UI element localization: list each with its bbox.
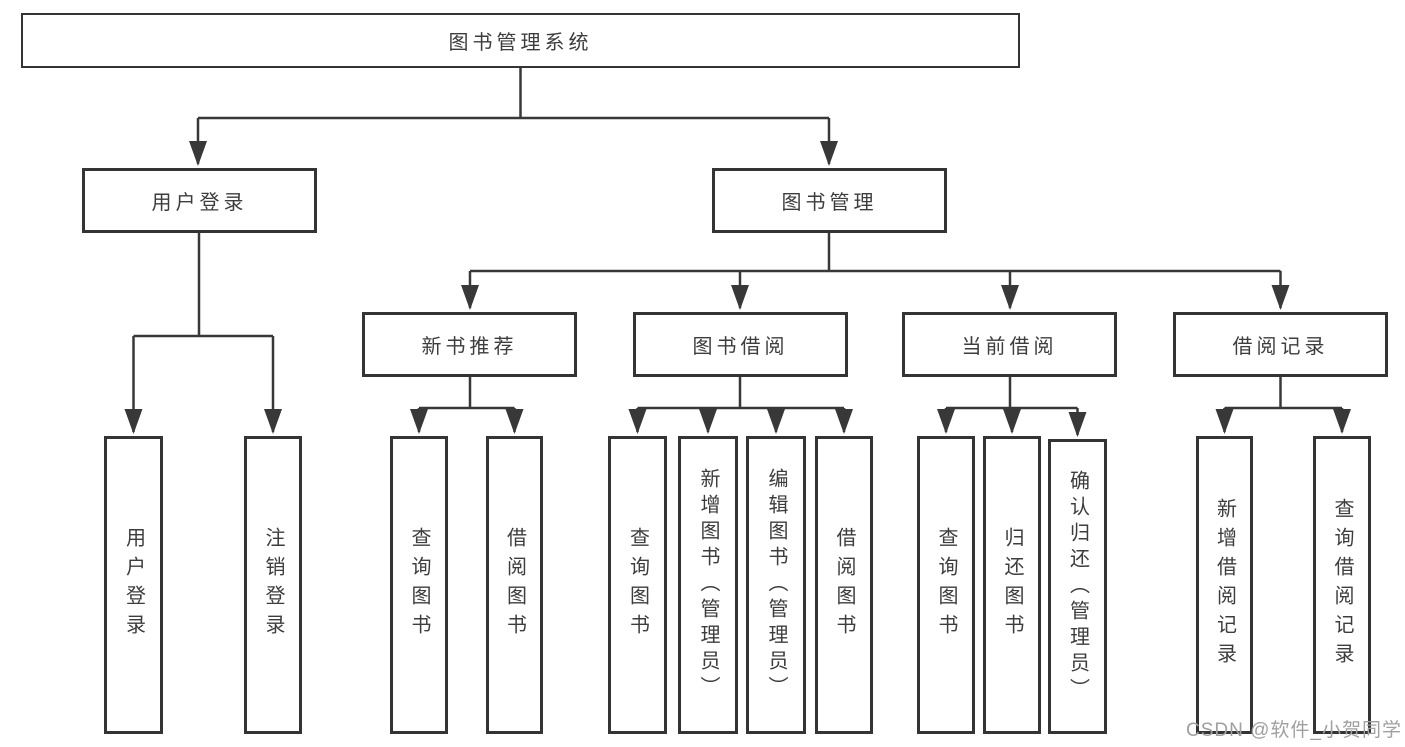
leaf-query-books-3: 查询图书 [917,436,975,734]
node-book-borrowing: 图书借阅 [633,312,848,377]
node-user-login: 用户登录 [82,168,317,233]
leaf-edit-book-admin: 编辑图书（管理员） [746,436,806,734]
leaf-confirm-return-admin: 确认归还（管理员） [1048,439,1107,734]
leaf-query-borrow-record: 查询借阅记录 [1313,436,1371,734]
leaf-add-borrow-record: 新增借阅记录 [1196,436,1253,734]
node-borrowing-records: 借阅记录 [1173,312,1388,377]
leaf-return-book: 归还图书 [983,436,1041,734]
leaf-logout: 注销登录 [244,436,302,734]
leaf-query-books-1: 查询图书 [390,436,448,734]
leaf-user-login: 用户登录 [104,436,163,734]
node-library-management-system: 图书管理系统 [21,13,1020,68]
leaf-add-book-admin: 新增图书（管理员） [678,436,738,734]
leaf-borrow-books-2: 借阅图书 [815,436,873,734]
leaf-query-books-2: 查询图书 [608,436,667,734]
node-current-borrowing: 当前借阅 [902,312,1117,377]
node-new-book-recommend: 新书推荐 [362,312,577,377]
node-book-management: 图书管理 [712,168,947,233]
leaf-borrow-books-1: 借阅图书 [486,436,543,734]
csdn-watermark: CSDN @软件_小贺同学 [1186,720,1402,741]
